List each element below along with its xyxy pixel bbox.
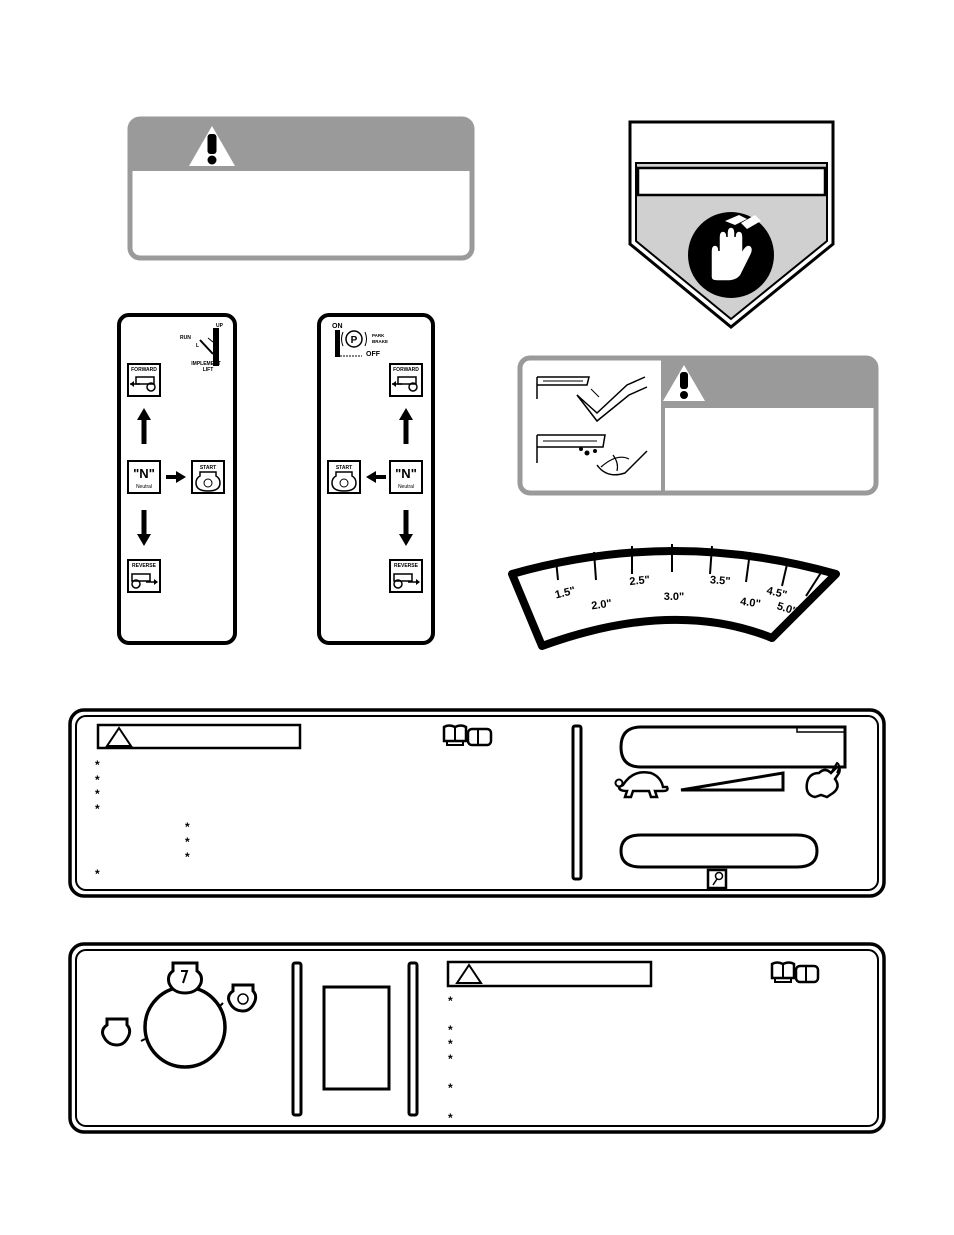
turtle-icon: [614, 771, 669, 799]
svg-text:REVERSE: REVERSE: [132, 563, 157, 569]
gauge-tick: [593, 551, 597, 581]
gauge-label: 2.5": [629, 574, 651, 588]
svg-text:*: *: [95, 867, 100, 881]
arrow-up-icon: [137, 408, 151, 444]
svg-text:ON: ON: [332, 323, 343, 330]
start-key-icon: [167, 961, 203, 995]
gauge-ticks: [555, 544, 825, 597]
forward-box: FORWARD: [127, 363, 161, 397]
neutral-box: "N" Neutral: [389, 460, 423, 494]
svg-text:*: *: [95, 802, 100, 816]
warning-decal-top: [127, 116, 475, 261]
svg-text:*: *: [448, 1111, 453, 1125]
svg-text:PARK: PARK: [372, 333, 385, 338]
arrow-down-icon: [137, 510, 151, 546]
warning-triangle-icon: [105, 726, 133, 747]
gauge-tick: [709, 545, 713, 575]
bullet-list: * * * * * * * *: [95, 758, 190, 881]
key-icon: [706, 868, 728, 890]
svg-text:*: *: [448, 1023, 453, 1037]
gauge-label: 3.0": [664, 591, 685, 603]
hand-hazard-icon: [688, 212, 774, 298]
gauge-label: 4.0": [739, 596, 761, 611]
svg-text:"N": "N": [133, 466, 155, 481]
gauge-label: 4.5": [765, 585, 788, 602]
svg-text:*: *: [95, 773, 100, 787]
start-key-icon: [331, 471, 357, 492]
svg-text:*: *: [448, 1081, 453, 1095]
svg-text:*: *: [185, 820, 190, 834]
svg-text:P: P: [351, 335, 358, 346]
pedal-decal-right: ON OFF P PARK BRAKE FORWARD START: [317, 313, 435, 645]
svg-text:LIFT: LIFT: [203, 367, 214, 373]
svg-text:*: *: [95, 758, 100, 772]
reverse-box: REVERSE: [127, 559, 161, 593]
svg-text:REVERSE: REVERSE: [394, 563, 419, 569]
manual-book-icon: [770, 961, 820, 984]
reverse-box: REVERSE: [389, 559, 423, 593]
rabbit-icon: [805, 761, 841, 799]
gauge-tick: [781, 559, 789, 587]
svg-text:*: *: [448, 1052, 453, 1066]
warning-triangle-icon: [455, 963, 483, 984]
svg-text:Neutral: Neutral: [398, 484, 414, 490]
blade-shear-icon: [536, 376, 648, 476]
tractor-forward-icon: [392, 376, 418, 392]
blade-warning-decal: [517, 355, 879, 496]
start-box: START: [191, 460, 225, 494]
pedal-decal-left: UP RUN L IMPLEMENT LIFT FORWARD "N" Neut…: [117, 313, 237, 645]
start-box: START: [327, 460, 361, 494]
off-key-icon: [101, 1017, 132, 1047]
control-panel-decal-1: * * * * * * * *: [68, 708, 886, 898]
gauge-tick: [555, 559, 559, 581]
warning-triangle-icon: [189, 126, 235, 166]
arrow-right-icon: [166, 471, 186, 483]
gauge-tick: [805, 567, 825, 597]
svg-text:BRAKE: BRAKE: [372, 339, 388, 344]
svg-text:FORWARD: FORWARD: [131, 367, 157, 373]
gauge-label: 2.0": [591, 598, 613, 613]
park-brake-area: ON OFF P PARK BRAKE: [332, 323, 388, 358]
arrow-left-icon: [366, 471, 386, 483]
start-key-icon: [195, 471, 221, 492]
svg-text:START: START: [200, 465, 216, 471]
svg-text:FORWARD: FORWARD: [393, 367, 419, 373]
tractor-forward-icon: [130, 376, 156, 392]
forward-box: FORWARD: [389, 363, 423, 397]
svg-text:*: *: [448, 1037, 453, 1051]
gauge-tick: [745, 551, 751, 583]
cutting-height-gauge: 1.5"2.0"2.5"3.0"3.5"4.0"4.5"5.0": [508, 544, 840, 650]
svg-text:RUN: RUN: [180, 335, 191, 341]
run-key-icon: [227, 983, 258, 1013]
implement-lift-icon: UP RUN L IMPLEMENT LIFT: [180, 323, 224, 373]
tractor-reverse-icon: [393, 573, 420, 589]
svg-text:*: *: [185, 835, 190, 849]
svg-text:OFF: OFF: [366, 351, 381, 358]
svg-text:UP: UP: [216, 323, 224, 329]
neutral-box: "N" Neutral: [127, 460, 161, 494]
warning-triangle-icon: [663, 365, 705, 401]
svg-text:Neutral: Neutral: [136, 484, 152, 490]
svg-text:L: L: [196, 343, 199, 349]
control-panel-decal-2: * * * * * *: [68, 942, 886, 1134]
svg-text:IMPLEMENT: IMPLEMENT: [191, 361, 220, 367]
svg-text:*: *: [185, 850, 190, 864]
bullet-list: * * * * * *: [448, 994, 453, 1125]
svg-text:*: *: [95, 787, 100, 801]
arrow-down-icon: [399, 510, 413, 546]
svg-text:START: START: [336, 465, 352, 471]
gauge-label: 3.5": [710, 574, 731, 587]
svg-text:*: *: [448, 994, 453, 1008]
svg-text:"N": "N": [395, 466, 417, 481]
manual-book-icon: [442, 724, 493, 747]
hand-hazard-decal: [628, 120, 835, 329]
arrow-up-icon: [399, 408, 413, 444]
tractor-reverse-icon: [131, 573, 158, 589]
gauge-label: 1.5": [554, 585, 577, 602]
